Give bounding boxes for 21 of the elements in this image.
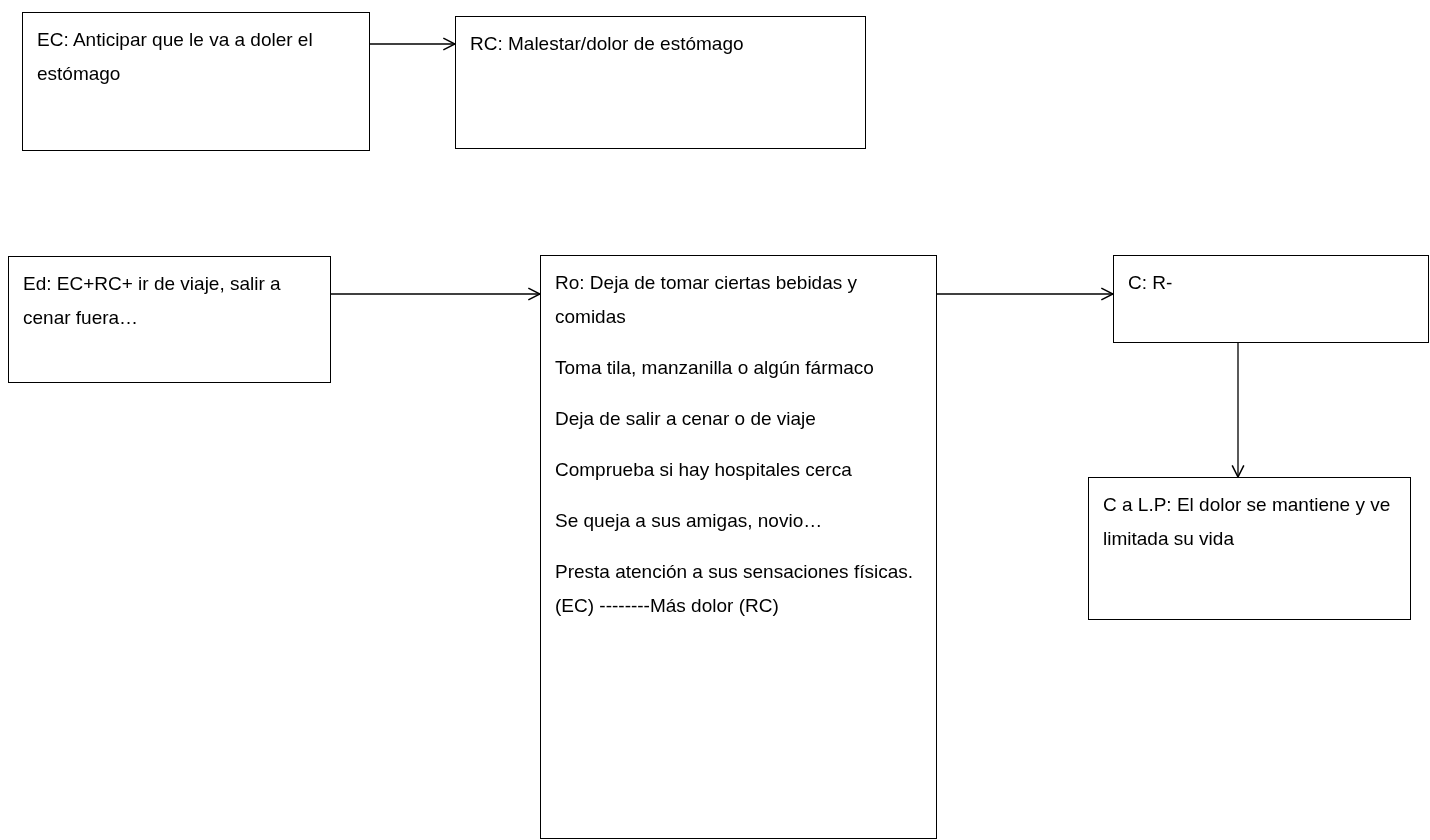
process-box xyxy=(22,12,370,151)
box-text: C a L.P: El dolor se mantiene y ve limitada su vida xyxy=(1103,493,1392,551)
arrow xyxy=(1231,342,1245,478)
box-text: EC: Anticipar que le va a doler el estómago xyxy=(37,28,314,86)
box-text: Deja de salir a cenar o de viaje xyxy=(555,407,817,431)
box-text: Ed: EC+RC+ ir de viaje, salir a cenar fuera… xyxy=(23,272,282,330)
box-text: RC: Malestar/dolor de estómago xyxy=(470,32,745,56)
box-text: C: R- xyxy=(1128,271,1174,295)
process-box xyxy=(8,256,331,383)
arrow xyxy=(936,287,1114,301)
arrow xyxy=(369,37,456,51)
process-box xyxy=(540,255,937,839)
box-text: Presta atención a sus sensaciones físicas. (EC) --------Más dolor (RC) xyxy=(555,560,915,618)
arrow xyxy=(330,287,541,301)
process-box xyxy=(455,16,866,149)
box-text: Se queja a sus amigas, novio… xyxy=(555,509,824,533)
box-text: Comprueba si hay hospitales cerca xyxy=(555,458,853,482)
box-text: Ro: Deja de tomar ciertas bebidas y comidas xyxy=(555,271,859,329)
box-text: Toma tila, manzanilla o algún fármaco xyxy=(555,356,875,380)
process-box xyxy=(1113,255,1429,343)
process-box xyxy=(1088,477,1411,620)
